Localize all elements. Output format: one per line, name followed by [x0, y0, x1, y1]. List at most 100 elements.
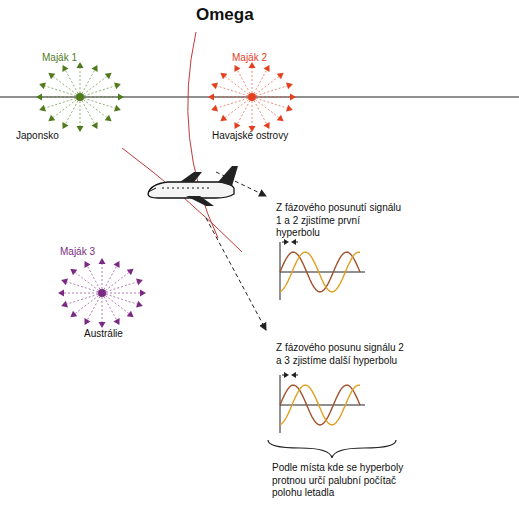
ray [80, 97, 107, 118]
ray [252, 97, 267, 124]
beacon-symbol [36, 62, 124, 132]
country-label: Havajské ostrovy [212, 130, 288, 143]
arrowhead [48, 73, 55, 79]
ray [80, 68, 81, 97]
arrowhead [77, 126, 84, 132]
ray [45, 86, 80, 97]
arrowhead [220, 73, 227, 79]
beacon-group [36, 62, 296, 328]
arrowhead [211, 83, 218, 90]
country-label: Austrálie [84, 328, 123, 341]
arrowhead [208, 94, 214, 101]
ray [80, 86, 115, 97]
arrowhead [211, 105, 218, 112]
arrowhead [136, 301, 143, 308]
beacon-label: Maják 3 [60, 246, 95, 259]
arrowhead [62, 122, 68, 129]
hyperbola [122, 148, 242, 252]
ray [87, 266, 102, 293]
arrowhead [220, 115, 227, 121]
beacon-symbol [208, 62, 296, 132]
arrowhead [286, 83, 293, 90]
arrowhead [277, 115, 284, 121]
ray [214, 97, 252, 98]
ray [225, 76, 252, 97]
ray [80, 97, 118, 98]
arrowhead [77, 62, 84, 68]
arrowhead [113, 318, 119, 325]
ray [64, 293, 102, 294]
diagram-title: Omega [196, 4, 254, 25]
phase-arrow [291, 372, 296, 378]
ray [75, 293, 102, 314]
arrowhead [39, 83, 46, 90]
beacon-center [76, 93, 84, 101]
ray [53, 97, 80, 118]
arrowhead [277, 73, 284, 79]
ray [102, 293, 129, 314]
arrowhead [114, 105, 121, 112]
arrowhead [234, 122, 240, 129]
signal-wave [280, 385, 360, 425]
beacon-symbol [58, 258, 146, 328]
ray [45, 97, 80, 108]
ray [217, 86, 252, 97]
arrowhead [113, 261, 119, 268]
ray [252, 97, 279, 118]
beacon-label: Maják 2 [232, 52, 267, 65]
signal-wave [280, 385, 360, 425]
ray [42, 97, 80, 98]
phase-arrow [284, 239, 289, 245]
ray [237, 70, 252, 97]
arrowhead [127, 311, 134, 317]
ray [252, 97, 290, 98]
note-text: Podle místa kde se hyperboly protnou urč… [272, 462, 412, 500]
arrowhead [84, 261, 90, 268]
ray [67, 293, 102, 304]
beacon-center [248, 93, 256, 101]
arrowhead [99, 322, 106, 328]
arrowhead [70, 269, 77, 275]
arrowhead [136, 279, 143, 286]
arrowhead [70, 311, 77, 317]
ray [102, 293, 117, 320]
ray [102, 272, 129, 293]
arrowhead [127, 269, 134, 275]
arrowhead [61, 301, 68, 308]
ray [252, 76, 279, 97]
signal-wave [280, 252, 360, 292]
ray [80, 97, 81, 126]
arrowhead [91, 65, 97, 72]
arrowhead [91, 122, 97, 129]
arrowhead [105, 115, 112, 121]
phase-arrow [284, 372, 289, 378]
ray [80, 97, 115, 108]
arrowhead [263, 122, 269, 129]
ray [65, 70, 80, 97]
country-label: Japonsko [16, 130, 59, 143]
arrowhead [263, 65, 269, 72]
arrowhead [140, 290, 146, 297]
beacon-center [98, 289, 106, 297]
ray [67, 282, 102, 293]
arrowhead [234, 65, 240, 72]
arrowhead [84, 318, 90, 325]
phase-graph [280, 372, 365, 433]
arrowhead [99, 258, 106, 264]
ray [80, 76, 107, 97]
ray [225, 97, 252, 118]
note-text: Z fázového posunutí signálu 1 a 2 zjistí… [276, 202, 406, 240]
phase-graph [280, 239, 365, 300]
ray [252, 97, 253, 126]
ray [102, 293, 137, 304]
pointer-arrow [206, 218, 266, 330]
arrowhead [290, 94, 296, 101]
brace [268, 440, 396, 458]
note-text: Z fázového posunu signálu 2 a 3 zjistíme… [276, 342, 406, 367]
ray [252, 86, 287, 97]
arrowhead [36, 94, 42, 101]
ray [102, 293, 140, 294]
arrowhead [286, 105, 293, 112]
ray [217, 97, 252, 108]
